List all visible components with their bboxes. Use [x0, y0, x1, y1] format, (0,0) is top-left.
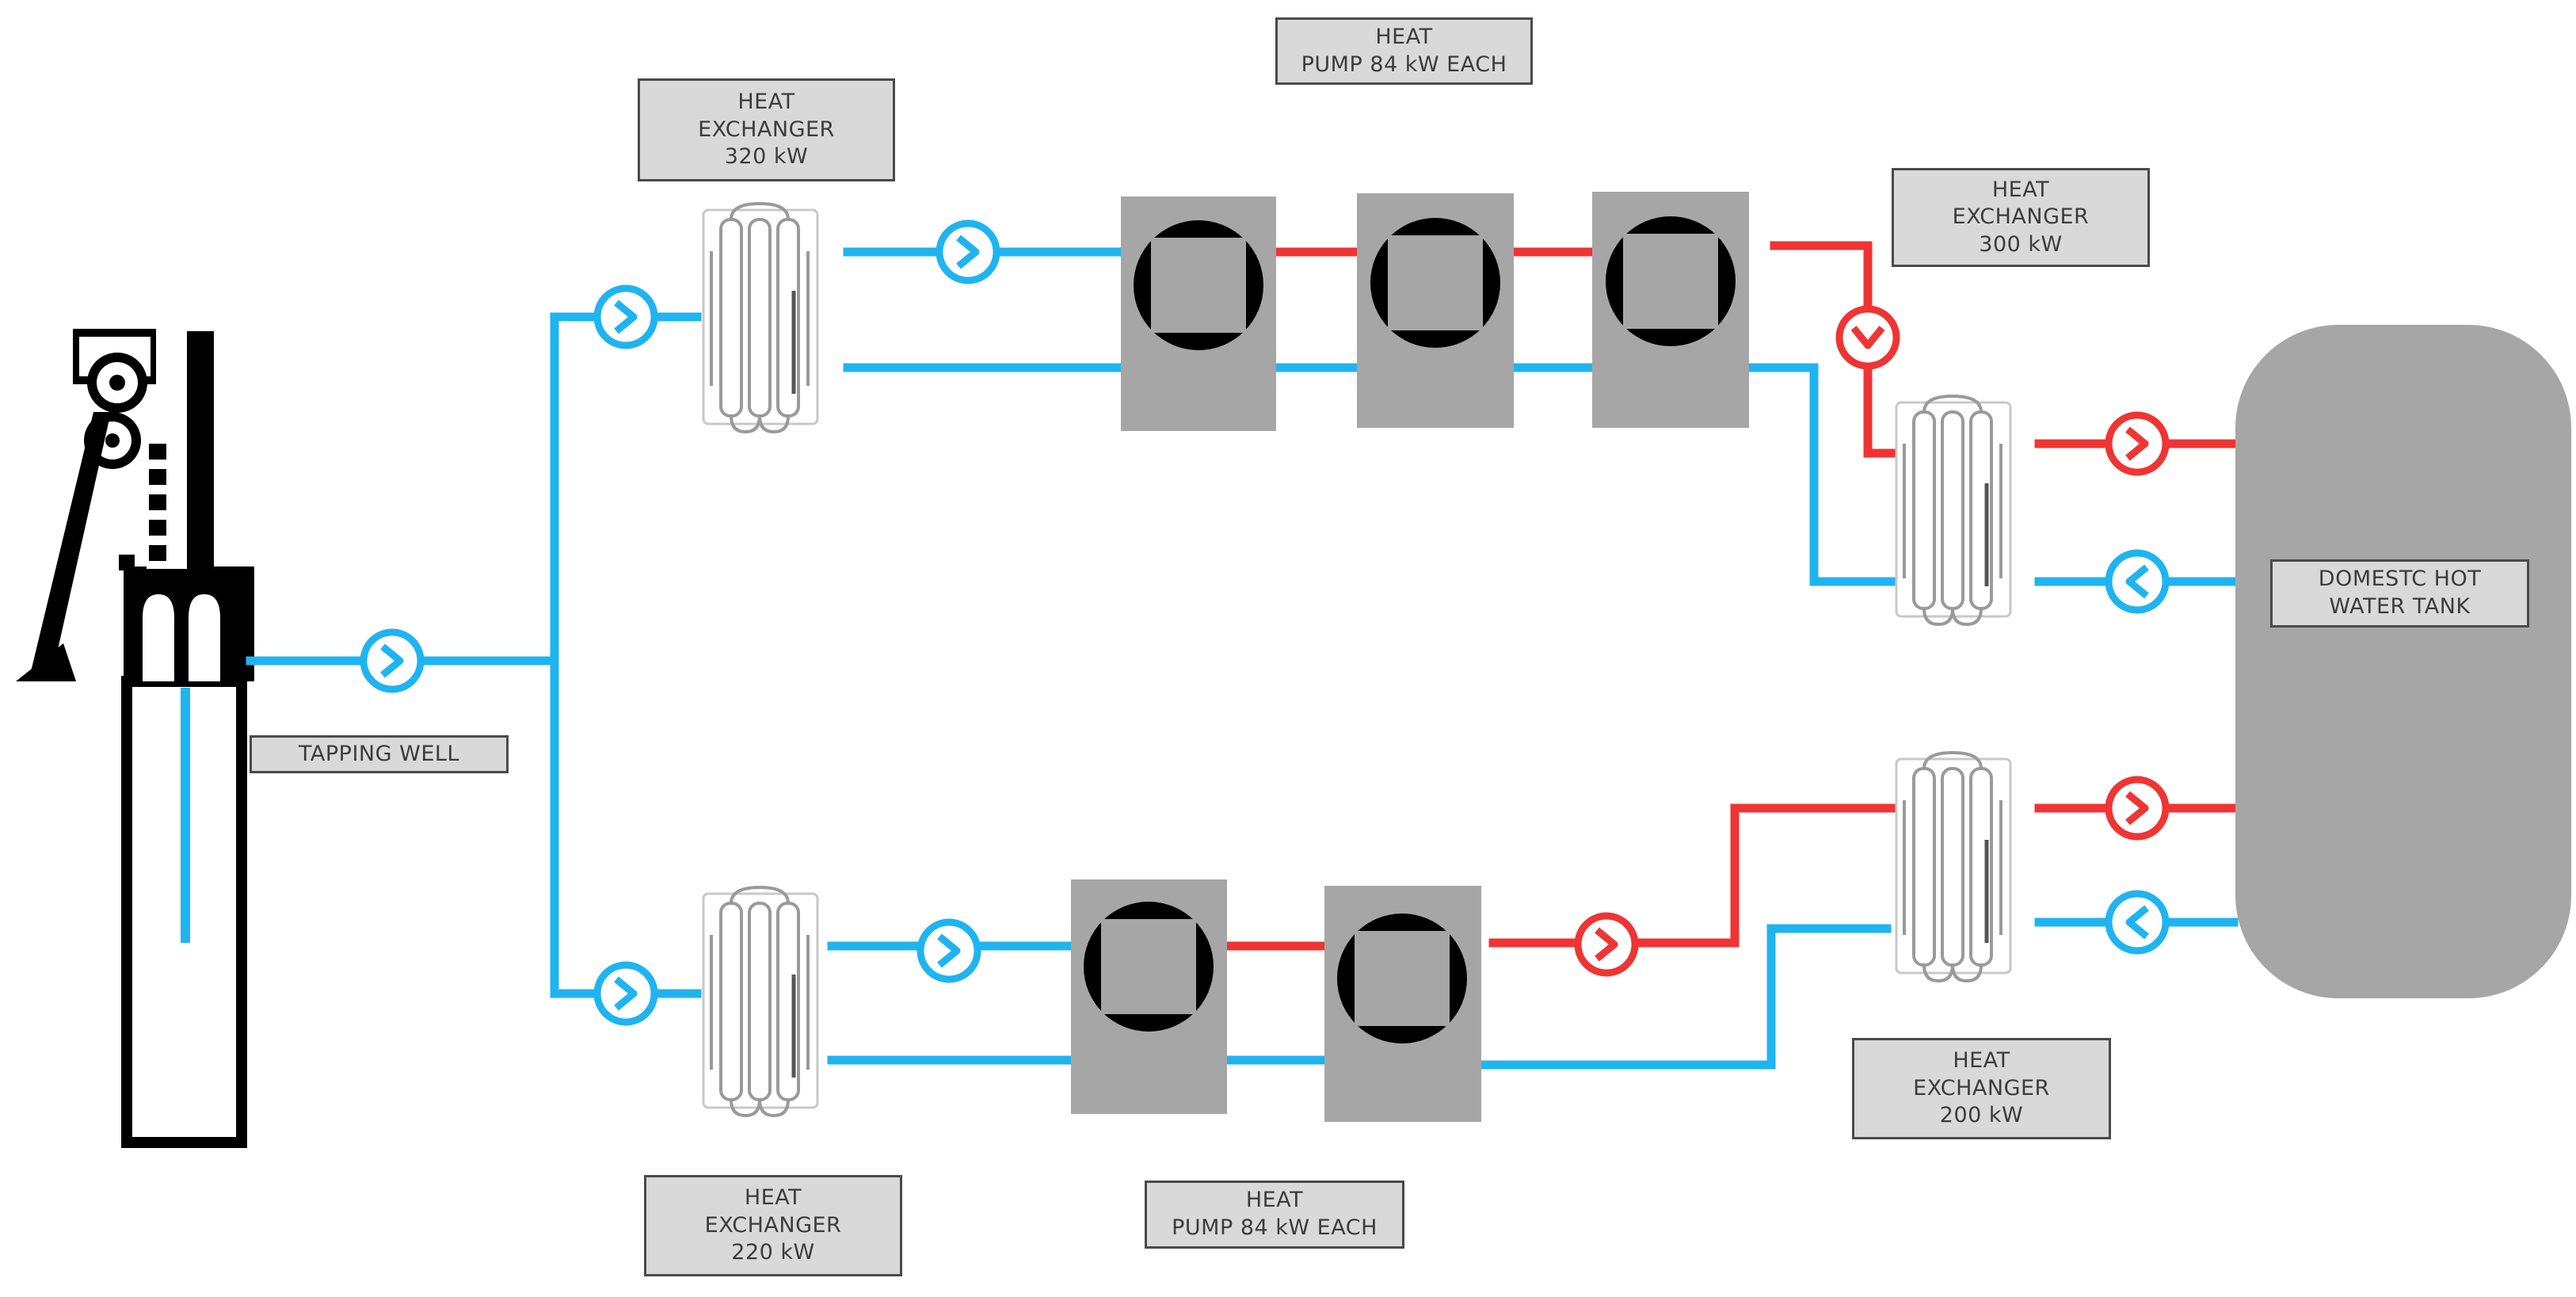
label-line: PUMP 84 kW EACH	[1301, 51, 1507, 77]
heat-pump-top-3-icon	[1592, 192, 1749, 428]
label-line: HEAT	[1953, 1048, 2010, 1074]
pump-bottom-inlet-icon	[597, 965, 654, 1022]
label-line: EXCHANGER	[1952, 204, 2090, 230]
label-line: 320 kW	[724, 144, 809, 170]
pump-tank-hot-bottom-icon	[2109, 780, 2166, 837]
label-line: HEAT	[737, 90, 795, 115]
pump-tank-hot-top-icon	[2109, 415, 2166, 472]
label-line: HEAT	[1375, 24, 1433, 49]
label-domestic-hot-water-tank: DOMESTC HOT WATER TANK	[2270, 559, 2529, 628]
pump-bottom-hp-icon	[920, 922, 977, 979]
heat-pump-bottom-2-icon	[1324, 886, 1481, 1122]
label-tapping-well: TAPPING WELL	[250, 735, 509, 773]
label-line: HEAT	[1991, 177, 2050, 202]
label-line: DOMESTC HOT	[2318, 566, 2482, 592]
label-line: 200 kW	[1939, 1103, 2024, 1128]
mine-headframe-icon	[16, 329, 254, 1148]
heat-exchanger-300kw-icon	[1896, 396, 2010, 624]
label-line: TAPPING WELL	[299, 741, 459, 766]
heat-pump-top-1-icon	[1121, 196, 1276, 431]
label-line: EXCHANGER	[698, 116, 835, 142]
label-line: PUMP 84 kW EACH	[1172, 1215, 1378, 1240]
label-heat-pump-bottom: HEAT PUMP 84 kW EACH	[1145, 1181, 1404, 1249]
label-heat-exchanger-300kw: HEAT EXCHANGER 300 kW	[1892, 168, 2150, 267]
pump-hot-down-icon	[1839, 309, 1896, 366]
pump-top-hp-icon	[939, 223, 996, 280]
heat-exchanger-200kw-icon	[1896, 753, 2010, 981]
label-heat-exchanger-200kw: HEAT EXCHANGER 200 kW	[1852, 1038, 2111, 1139]
label-line: WATER TANK	[2329, 594, 2471, 619]
heat-pump-bottom-1-icon	[1071, 879, 1227, 1114]
label-line: 220 kW	[731, 1240, 815, 1265]
label-line: 300 kW	[1979, 231, 2063, 257]
label-line: HEAT	[744, 1185, 802, 1211]
pump-top-inlet-icon	[597, 288, 654, 345]
label-heat-pump-top: HEAT PUMP 84 kW EACH	[1275, 17, 1533, 85]
pump-tank-cold-bottom-icon	[2109, 894, 2166, 951]
pump-hot-bottom-icon	[1578, 916, 1635, 973]
label-line: EXCHANGER	[1913, 1075, 2050, 1101]
label-line: HEAT	[1245, 1188, 1304, 1213]
heat-pump-top-2-icon	[1357, 193, 1514, 428]
domestic-hot-water-tank	[2235, 325, 2571, 998]
label-line: EXCHANGER	[704, 1212, 842, 1238]
pump-well-icon	[364, 632, 421, 689]
label-heat-exchanger-320kw: HEAT EXCHANGER 320 kW	[638, 78, 895, 181]
heat-exchanger-220kw-icon	[703, 887, 817, 1116]
pump-tank-cold-top-icon	[2109, 553, 2166, 610]
heat-exchanger-320kw-icon	[703, 204, 817, 432]
label-heat-exchanger-220kw: HEAT EXCHANGER 220 kW	[644, 1175, 902, 1276]
